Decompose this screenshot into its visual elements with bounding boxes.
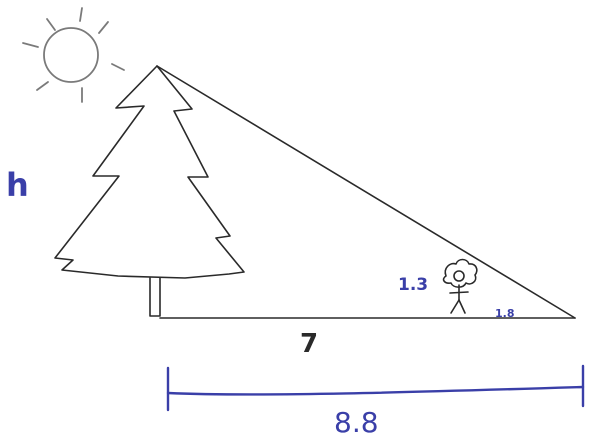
person-height-label: 1.3 <box>398 275 428 295</box>
angle-label: 1.8 <box>495 307 515 320</box>
person-hair <box>442 258 478 288</box>
tree-icon <box>54 65 245 317</box>
tree-to-person-distance-label: 7 <box>300 329 318 359</box>
sun-ray-line <box>156 65 576 319</box>
tree-trunk <box>149 277 161 317</box>
tree-outline <box>54 65 245 279</box>
person-face <box>453 270 465 282</box>
sun-icon <box>22 7 125 103</box>
height-label: h <box>6 166 29 204</box>
person-icon <box>442 258 478 314</box>
total-distance-bracket <box>166 364 585 412</box>
total-distance-label: 8.8 <box>334 406 379 439</box>
